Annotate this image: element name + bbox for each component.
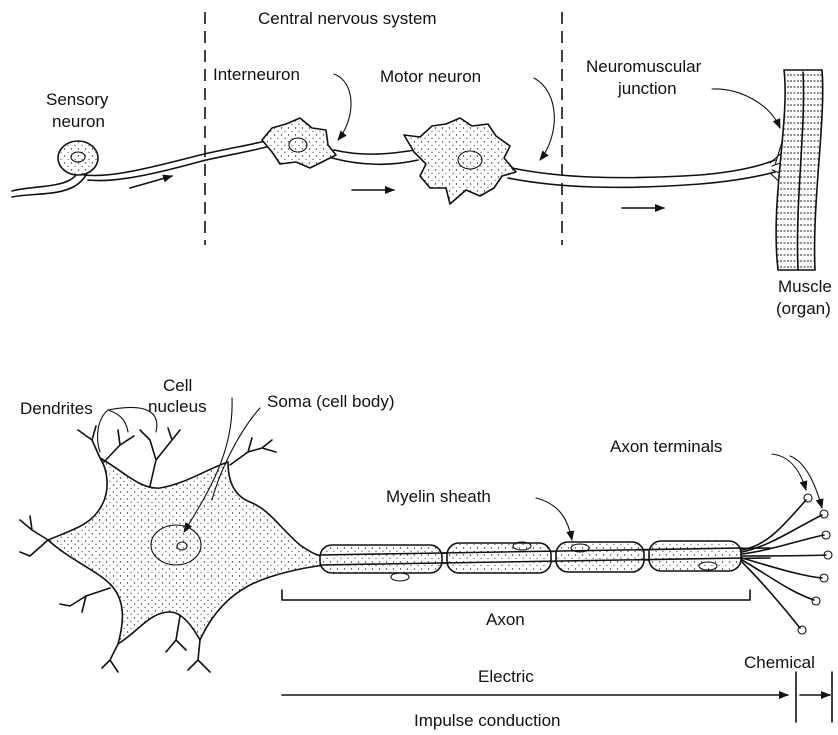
interneuron-cell	[262, 118, 418, 168]
motor-neuron-label: Motor neuron	[380, 67, 481, 86]
myelin-leader	[536, 498, 572, 540]
myelin-segment-1	[320, 545, 442, 573]
sensory-neuron	[12, 140, 270, 197]
cell-nucleus-label-2: nucleus	[148, 397, 207, 416]
muscle-label: Muscle	[778, 277, 832, 296]
electric-label: Electric	[478, 667, 534, 686]
motor-neuron-leader	[534, 78, 554, 160]
axon-terminals	[742, 494, 832, 634]
flow-arrow-1	[130, 176, 172, 188]
axon-terminals-leader	[772, 454, 806, 490]
interneuron-label: Interneuron	[213, 65, 300, 84]
sensory-neuron-label-2: neuron	[52, 112, 105, 131]
axon-terminals-label: Axon terminals	[610, 437, 722, 456]
junction-label-2: junction	[617, 79, 677, 98]
muscle-label-2: (organ)	[776, 299, 831, 318]
top-panel: Central nervous system Sensory neuron In…	[12, 9, 832, 318]
interneuron-leader	[334, 74, 351, 140]
cns-label: Central nervous system	[258, 9, 437, 28]
sensory-neuron-label: Sensory	[46, 90, 109, 109]
cell-nucleus-label: Cell	[163, 376, 192, 395]
junction-label: Neuromuscular	[586, 57, 702, 76]
soma-label: Soma (cell body)	[267, 392, 395, 411]
impulse-conduction-label: Impulse conduction	[414, 711, 560, 730]
bottom-panel: Cell nucleus Soma (cell body) Dendrites …	[20, 376, 832, 730]
muscle-organ	[776, 70, 823, 270]
dendrites-label: Dendrites	[20, 399, 93, 418]
myelin-segment-3	[556, 542, 644, 572]
junction-leader	[712, 89, 780, 128]
axon-label: Axon	[486, 610, 525, 629]
myelin-sheath-label: Myelin sheath	[386, 487, 491, 506]
axon	[320, 541, 770, 581]
myelin-segment-2	[447, 543, 551, 573]
chemical-label: Chemical	[744, 653, 815, 672]
soma	[20, 426, 325, 672]
motor-neuron-cell	[404, 118, 788, 204]
myelin-segment-4	[649, 541, 741, 571]
axon-bracket	[282, 590, 750, 600]
